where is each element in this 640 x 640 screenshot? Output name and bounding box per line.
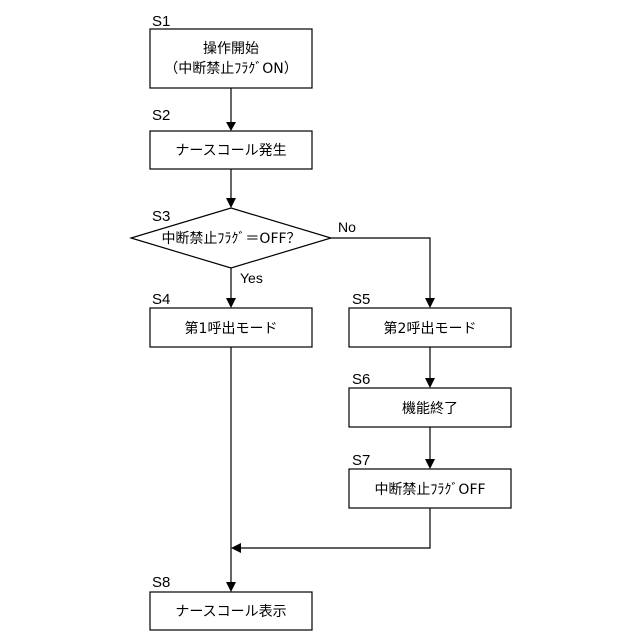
step-label-s3: S3	[152, 208, 170, 225]
step-label-s5: S5	[352, 291, 370, 308]
s7-text: 中断禁止ﾌﾗｸﾞOFF	[374, 482, 485, 498]
s2-text: ナースコール発生	[175, 143, 286, 159]
s1-text-line1: 操作開始	[203, 41, 259, 57]
arrowhead-s5-s6	[425, 378, 435, 388]
process-box-s1	[150, 29, 312, 88]
s8-text: ナースコール表示	[175, 604, 286, 620]
step-label-s7: S7	[352, 452, 370, 469]
connector-s3-s5	[331, 238, 430, 298]
connector-s7-merge	[241, 508, 430, 548]
arrowhead-s7-merge	[231, 543, 241, 553]
s6-text: 機能終了	[402, 401, 458, 417]
s4-text: 第1呼出モード	[185, 320, 278, 337]
step-label-s4: S4	[152, 291, 170, 308]
yes-branch-label: Yes	[240, 270, 263, 286]
step-label-s2: S2	[152, 107, 170, 124]
step-label-s6: S6	[352, 371, 370, 388]
s3-text: 中断禁止ﾌﾗｸﾞ＝OFF？	[161, 231, 300, 247]
arrowhead-s3-s4	[226, 298, 236, 308]
arrowhead-s6-s7	[425, 459, 435, 469]
step-label-s8: S8	[152, 574, 170, 591]
arrowhead-s1-s2	[226, 122, 236, 131]
step-label-s1: S1	[152, 13, 170, 30]
no-branch-label: No	[338, 219, 356, 235]
arrowhead-s4-s8	[226, 582, 236, 592]
arrowhead-s2-s3	[226, 198, 236, 208]
s5-text: 第2呼出モード	[384, 320, 477, 337]
arrowhead-s3-s5	[425, 298, 435, 308]
s1-text-line2: （中断禁止ﾌﾗｸﾞON）	[164, 61, 298, 77]
